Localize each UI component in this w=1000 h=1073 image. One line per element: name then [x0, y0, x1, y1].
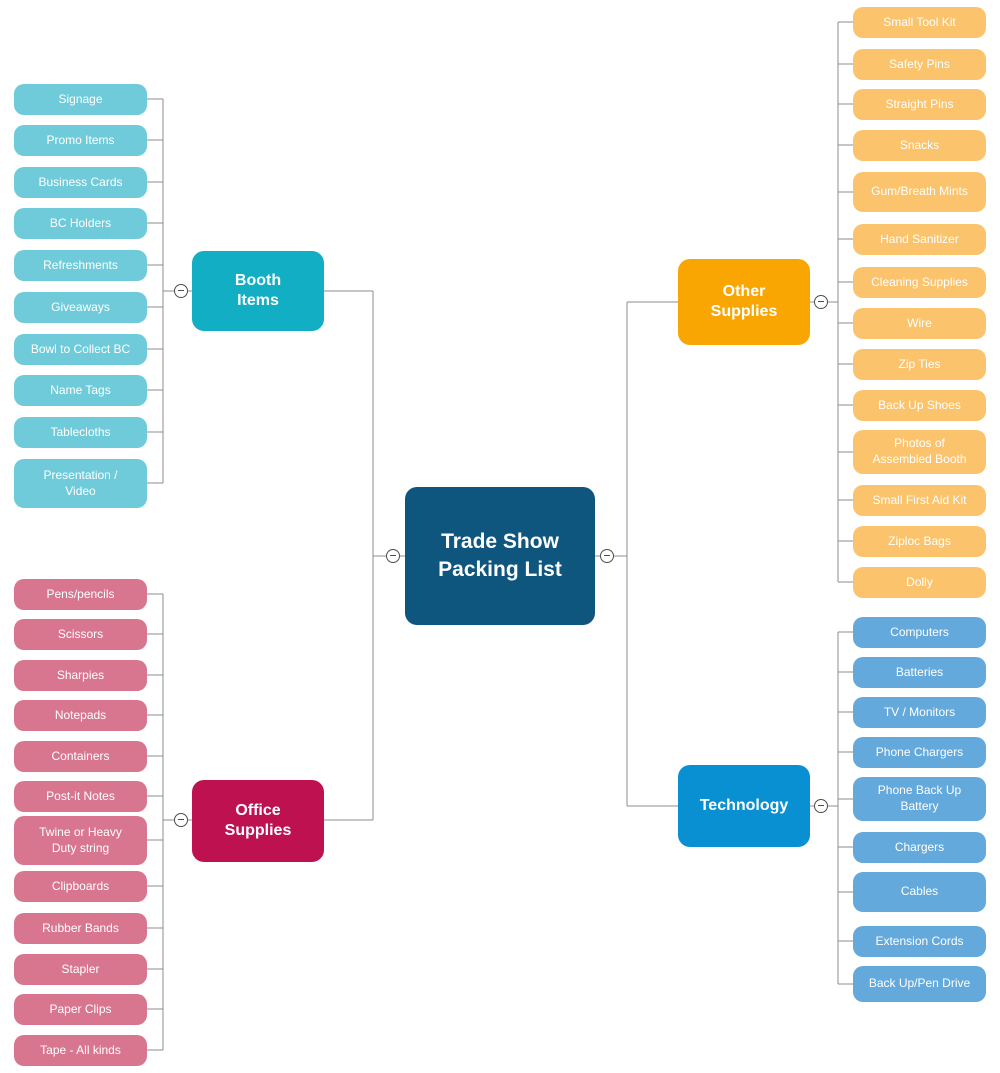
child-node-dolly[interactable]: Dolly	[853, 567, 986, 598]
child-node-snacks[interactable]: Snacks	[853, 130, 986, 161]
child-node-zip-ties[interactable]: Zip Ties	[853, 349, 986, 380]
child-node-cables[interactable]: Cables	[853, 872, 986, 912]
collapse-toggle-office-supplies[interactable]	[174, 813, 188, 827]
collapse-toggle-other-supplies[interactable]	[814, 295, 828, 309]
child-node-scissors[interactable]: Scissors	[14, 619, 147, 650]
child-node-gum-breath-mints[interactable]: Gum/Breath Mints	[853, 172, 986, 212]
child-node-hand-sanitizer[interactable]: Hand Sanitizer	[853, 224, 986, 255]
child-node-rubber-bands[interactable]: Rubber Bands	[14, 913, 147, 944]
collapse-toggle-technology[interactable]	[814, 799, 828, 813]
child-node-containers[interactable]: Containers	[14, 741, 147, 772]
center-node-trade-show-packing-list[interactable]: Trade Show Packing List	[405, 487, 595, 625]
child-node-extension-cords[interactable]: Extension Cords	[853, 926, 986, 957]
child-node-tv-monitors[interactable]: TV / Monitors	[853, 697, 986, 728]
child-node-back-up-shoes[interactable]: Back Up Shoes	[853, 390, 986, 421]
child-node-clipboards[interactable]: Clipboards	[14, 871, 147, 902]
collapse-toggle-center-right[interactable]	[600, 549, 614, 563]
child-node-tablecloths[interactable]: Tablecloths	[14, 417, 147, 448]
branch-node-booth-items[interactable]: Booth Items	[192, 251, 324, 331]
child-node-computers[interactable]: Computers	[853, 617, 986, 648]
child-node-signage[interactable]: Signage	[14, 84, 147, 115]
child-node-stapler[interactable]: Stapler	[14, 954, 147, 985]
child-node-small-tool-kit[interactable]: Small Tool Kit	[853, 7, 986, 38]
child-node-bc-holders[interactable]: BC Holders	[14, 208, 147, 239]
child-node-paper-clips[interactable]: Paper Clips	[14, 994, 147, 1025]
child-node-chargers[interactable]: Chargers	[853, 832, 986, 863]
child-node-presentation-video[interactable]: Presentation / Video	[14, 459, 147, 508]
child-node-back-up-pen-drive[interactable]: Back Up/Pen Drive	[853, 966, 986, 1002]
branch-node-other-supplies[interactable]: Other Supplies	[678, 259, 810, 345]
child-node-phone-chargers[interactable]: Phone Chargers	[853, 737, 986, 768]
child-node-safety-pins[interactable]: Safety Pins	[853, 49, 986, 80]
child-node-batteries[interactable]: Batteries	[853, 657, 986, 688]
child-node-small-first-aid-kit[interactable]: Small First Aid Kit	[853, 485, 986, 516]
child-node-wire[interactable]: Wire	[853, 308, 986, 339]
child-node-tape-all-kinds[interactable]: Tape - All kinds	[14, 1035, 147, 1066]
child-node-business-cards[interactable]: Business Cards	[14, 167, 147, 198]
child-node-notepads[interactable]: Notepads	[14, 700, 147, 731]
child-node-name-tags[interactable]: Name Tags	[14, 375, 147, 406]
child-node-sharpies[interactable]: Sharpies	[14, 660, 147, 691]
child-node-bowl-to-collect-bc[interactable]: Bowl to Collect BC	[14, 334, 147, 365]
child-node-phone-back-up-battery[interactable]: Phone Back Up Battery	[853, 777, 986, 821]
collapse-toggle-center-left[interactable]	[386, 549, 400, 563]
child-node-giveaways[interactable]: Giveaways	[14, 292, 147, 323]
child-node-twine-or-heavy-duty-string[interactable]: Twine or Heavy Duty string	[14, 816, 147, 865]
child-node-cleaning-supplies[interactable]: Cleaning Supplies	[853, 267, 986, 298]
branch-node-technology[interactable]: Technology	[678, 765, 810, 847]
child-node-photos-of-assembled-booth[interactable]: Photos of Assembled Booth	[853, 430, 986, 474]
child-node-promo-items[interactable]: Promo Items	[14, 125, 147, 156]
child-node-refreshments[interactable]: Refreshments	[14, 250, 147, 281]
child-node-post-it-notes[interactable]: Post-it Notes	[14, 781, 147, 812]
child-node-pens-pencils[interactable]: Pens/pencils	[14, 579, 147, 610]
child-node-straight-pins[interactable]: Straight Pins	[853, 89, 986, 120]
collapse-toggle-booth-items[interactable]	[174, 284, 188, 298]
branch-node-office-supplies[interactable]: Office Supplies	[192, 780, 324, 862]
child-node-ziploc-bags[interactable]: Ziploc Bags	[853, 526, 986, 557]
